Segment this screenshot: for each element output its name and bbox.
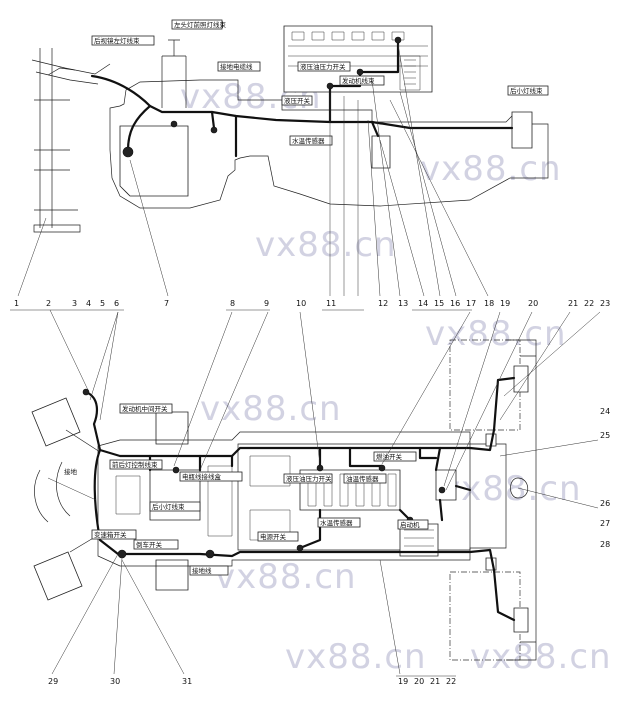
- label-battery-junction: 电瓶线接线盒: [182, 472, 222, 481]
- callout-7: 7: [164, 299, 169, 308]
- watermark: vx88.cn: [255, 225, 397, 265]
- label-hydraulic-pressure-switch: 液压油压力开关: [286, 474, 332, 483]
- label-transmission-switch: 变速箱开关: [94, 530, 127, 539]
- label-rear-light-harness-plan: 后小灯线束: [152, 502, 185, 511]
- label-oil-temp-sensor: 油温传感器: [346, 474, 379, 483]
- callout-19: 19: [500, 299, 510, 308]
- label-engine-harness: 发动机线束: [342, 76, 375, 85]
- label-front-rear-light-harness: 前后灯控制线束: [112, 460, 158, 469]
- top-callout-leaders: [17, 43, 489, 297]
- callout-29: 29: [48, 677, 58, 686]
- label-rear-mirror-harness: 后视镜左灯线束: [94, 36, 140, 45]
- callout-22: 22: [584, 299, 594, 308]
- watermarks: vx88.cn vx88.cn vx88.cn vx88.cn vx88.cn …: [180, 77, 612, 677]
- callout-20: 20: [528, 299, 538, 308]
- callout-28: 28: [600, 540, 610, 549]
- callout-19b: 19: [398, 677, 408, 686]
- label-fuel-switch: 燃油开关: [376, 452, 403, 461]
- callout-11: 11: [326, 299, 336, 308]
- callout-24: 24: [600, 407, 610, 416]
- callout-23: 23: [600, 299, 610, 308]
- callout-9: 9: [264, 299, 269, 308]
- callout-14: 14: [418, 299, 428, 308]
- callout-2: 2: [46, 299, 51, 308]
- callout-8: 8: [230, 299, 235, 308]
- callout-5: 5: [100, 299, 105, 308]
- callout-1: 1: [14, 299, 19, 308]
- label-ground-wire: 接地线: [192, 566, 212, 575]
- label-water-temp-sensor-plan: 水温传感器: [320, 518, 353, 527]
- plan-view: 发动机中间开关 接地 前后灯控制线束 电瓶线接线盒 后小灯线束 变速箱开关 液压…: [31, 339, 537, 661]
- callout-13: 13: [398, 299, 408, 308]
- callout-31: 31: [182, 677, 192, 686]
- callout-4: 4: [86, 299, 91, 308]
- label-hydraulic-switch-2: 液压开关: [284, 96, 311, 105]
- watermark: vx88.cn: [200, 389, 342, 429]
- watermark: vx88.cn: [470, 637, 612, 677]
- label-starter: 启动机: [400, 520, 420, 529]
- callout-21: 21: [568, 299, 578, 308]
- callout-26: 26: [600, 499, 610, 508]
- label-ground: 接地: [64, 467, 78, 476]
- callout-numbers: 1 2 3 4 5 6 7 8 9 10 11 12 13 14 15 16 1…: [10, 299, 610, 686]
- watermark: vx88.cn: [420, 149, 562, 189]
- callout-16: 16: [450, 299, 460, 308]
- label-engine-mid-switch: 发动机中间开关: [122, 404, 168, 413]
- watermark: vx88.cn: [215, 557, 357, 597]
- callout-15: 15: [434, 299, 444, 308]
- label-water-temp-sensor: 水温传感器: [292, 136, 325, 145]
- callout-25: 25: [600, 431, 610, 440]
- label-ground-cable: 接地电缆线: [220, 62, 253, 71]
- callout-18: 18: [484, 299, 494, 308]
- callout-12: 12: [378, 299, 388, 308]
- callout-21b: 21: [430, 677, 440, 686]
- callout-22b: 22: [446, 677, 456, 686]
- plan-callout-leaders: [49, 309, 601, 675]
- watermark: vx88.cn: [425, 314, 567, 354]
- callout-10: 10: [296, 299, 306, 308]
- watermark: vx88.cn: [285, 637, 427, 677]
- label-rear-light-harness: 后小灯线束: [510, 86, 543, 95]
- label-head-harness: 左头灯前照灯线束: [174, 20, 227, 29]
- label-hydraulic-switch: 液压油压力开关: [300, 62, 346, 71]
- callout-6: 6: [114, 299, 119, 308]
- callout-20b: 20: [414, 677, 424, 686]
- callout-27: 27: [600, 519, 610, 528]
- callout-3: 3: [72, 299, 77, 308]
- label-power-switch: 电源开关: [260, 532, 287, 541]
- callout-30: 30: [110, 677, 120, 686]
- callout-17: 17: [466, 299, 476, 308]
- side-view: 左头灯前照灯线束 后视镜左灯线束 接地电缆线 液压油压力开关 发动机线束 水温传…: [31, 19, 549, 233]
- label-reverse-switch: 倒车开关: [136, 540, 163, 549]
